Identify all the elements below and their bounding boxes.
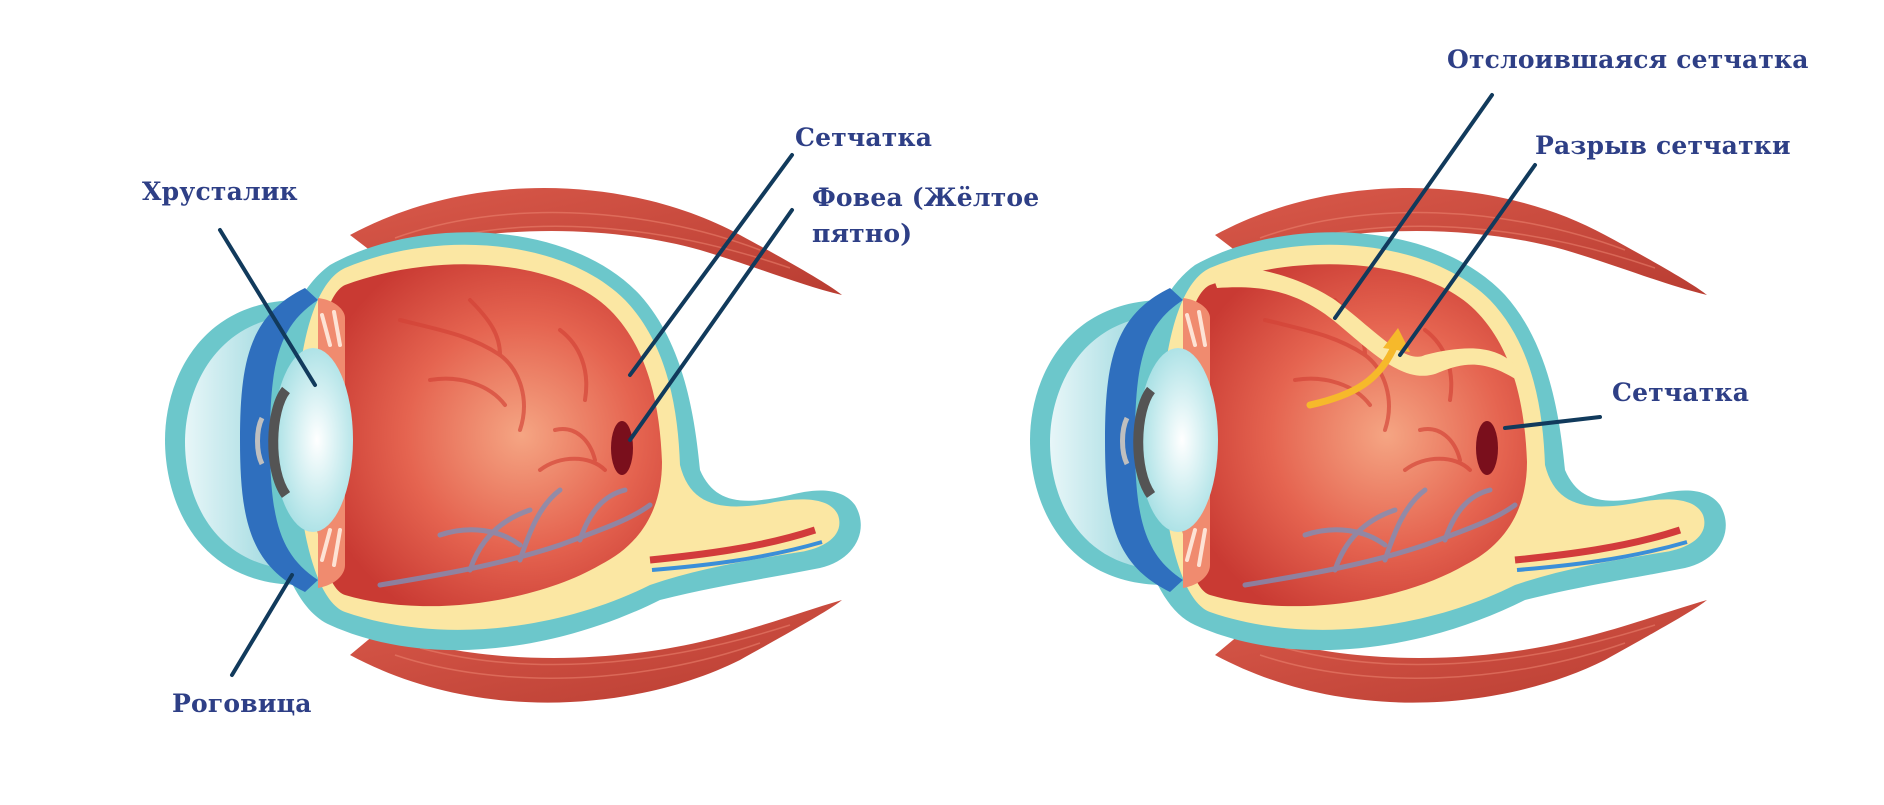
label-lens: Хрусталик bbox=[142, 174, 298, 210]
fovea-mark-right bbox=[1476, 421, 1498, 475]
label-retina-right: Сетчатка bbox=[1612, 375, 1749, 411]
label-retinal-tear: Разрыв сетчатки bbox=[1535, 128, 1791, 164]
fovea-mark bbox=[611, 421, 633, 475]
label-retina-left: Сетчатка bbox=[795, 120, 932, 156]
label-fovea: Фовеа (Жёлтое пятно) bbox=[812, 180, 1062, 252]
label-detached-retina: Отслоившаяся сетчатка bbox=[1447, 42, 1809, 78]
label-cornea: Роговица bbox=[172, 686, 312, 722]
left-eye bbox=[165, 155, 861, 703]
